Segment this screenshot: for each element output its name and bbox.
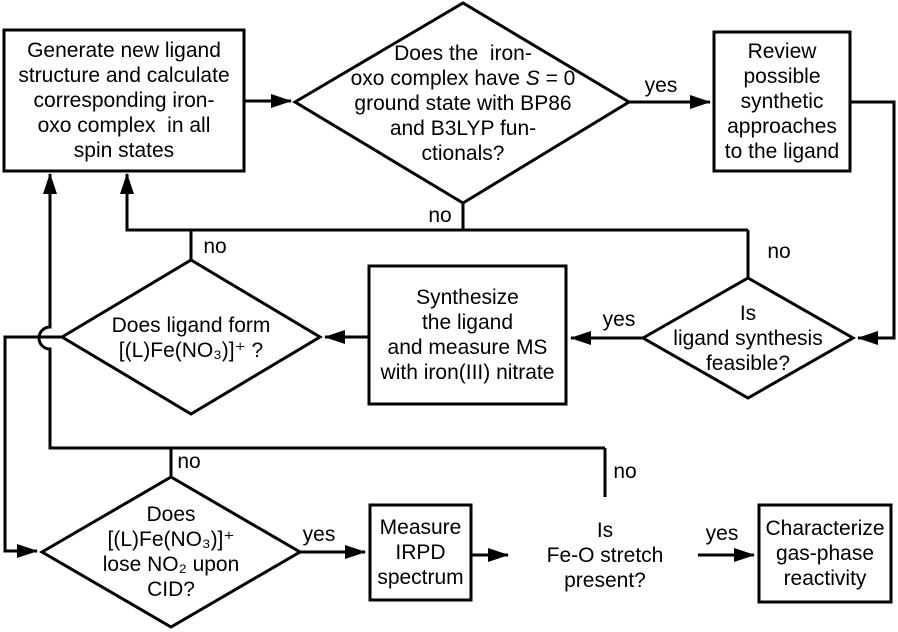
- edge-form-yes-loop: [3, 335, 62, 558]
- edge-label-feo-yes: yes: [705, 522, 739, 545]
- s0-diamond-label: Does the iron- oxo complex have S = 0 gr…: [351, 41, 576, 166]
- cid-diamond: Does [(L)Fe(NO₃)]⁺ lose NO₂ upon CID?: [56, 502, 286, 602]
- edge-label-cid-yes: yes: [302, 523, 336, 546]
- feo-diamond-label: Is Fe-O stretch present?: [546, 518, 664, 592]
- feasible-diamond-shape: [639, 276, 857, 400]
- s0-diamond: Does the iron- oxo complex have S = 0 gr…: [333, 25, 593, 181]
- s0-label-post: = 0 ground state with BP86 and B3LYP fun…: [354, 66, 576, 165]
- characterize-box: Characterize gas-phase reactivity: [759, 505, 891, 602]
- feasible-diamond-label: Is ligand synthesis feasible?: [673, 301, 823, 375]
- edge-label-feasible-no: no: [767, 240, 791, 263]
- generate-box-label: Generate new ligand structure and calcul…: [18, 39, 230, 162]
- edge-label-s0-no: no: [428, 204, 452, 227]
- form-diamond-shape: [59, 258, 323, 416]
- s0-label-spin-symbol: S: [525, 66, 540, 90]
- characterize-box-label: Characterize gas-phase reactivity: [765, 517, 885, 590]
- edge-label-cid-no: no: [177, 450, 201, 473]
- edge-label-s0-yes: yes: [644, 74, 678, 97]
- edge-no-collector-bottom: [37, 173, 605, 450]
- irpd-box: Measure IRPD spectrum: [370, 505, 471, 600]
- feasible-diamond: Is ligand synthesis feasible?: [648, 300, 848, 376]
- s0-diamond-shape: [292, 1, 632, 205]
- edge-label-feasible-yes: yes: [602, 308, 636, 331]
- edge-no-collector-top: [120, 173, 748, 232]
- synthesize-box-label: Synthesize the ligand and measure MS wit…: [380, 286, 555, 384]
- synthesize-box-shape: [367, 264, 568, 406]
- feo-diamond: Is Fe-O stretch present?: [510, 517, 700, 593]
- cid-diamond-shape: [39, 475, 303, 629]
- edge-label-form-no: no: [203, 235, 227, 258]
- form-diamond: Does ligand form [(L)Fe(NO₃)]⁺ ?: [66, 312, 316, 363]
- irpd-box-label: Measure IRPD spectrum: [377, 516, 464, 589]
- review-box-label: Review possible synthetic approaches to …: [724, 40, 840, 163]
- generate-box: Generate new ligand structure and calcul…: [4, 30, 244, 171]
- edge-review-to-feasible: [850, 100, 896, 345]
- synthesize-box: Synthesize the ligand and measure MS wit…: [369, 266, 566, 404]
- edge-label-feo-no: no: [613, 460, 637, 483]
- cid-diamond-label: Does [(L)Fe(NO₃)]⁺ lose NO₂ upon CID?: [102, 503, 240, 601]
- characterize-box-shape: [757, 503, 893, 604]
- review-box: Review possible synthetic approaches to …: [714, 32, 850, 171]
- generate-box-shape: [2, 28, 246, 173]
- review-box-shape: [712, 30, 852, 173]
- irpd-box-shape: [368, 503, 473, 602]
- s0-label-pre: Does the iron- oxo complex have: [350, 41, 532, 90]
- form-diamond-label: Does ligand form [(L)Fe(NO₃)]⁺ ?: [111, 313, 271, 362]
